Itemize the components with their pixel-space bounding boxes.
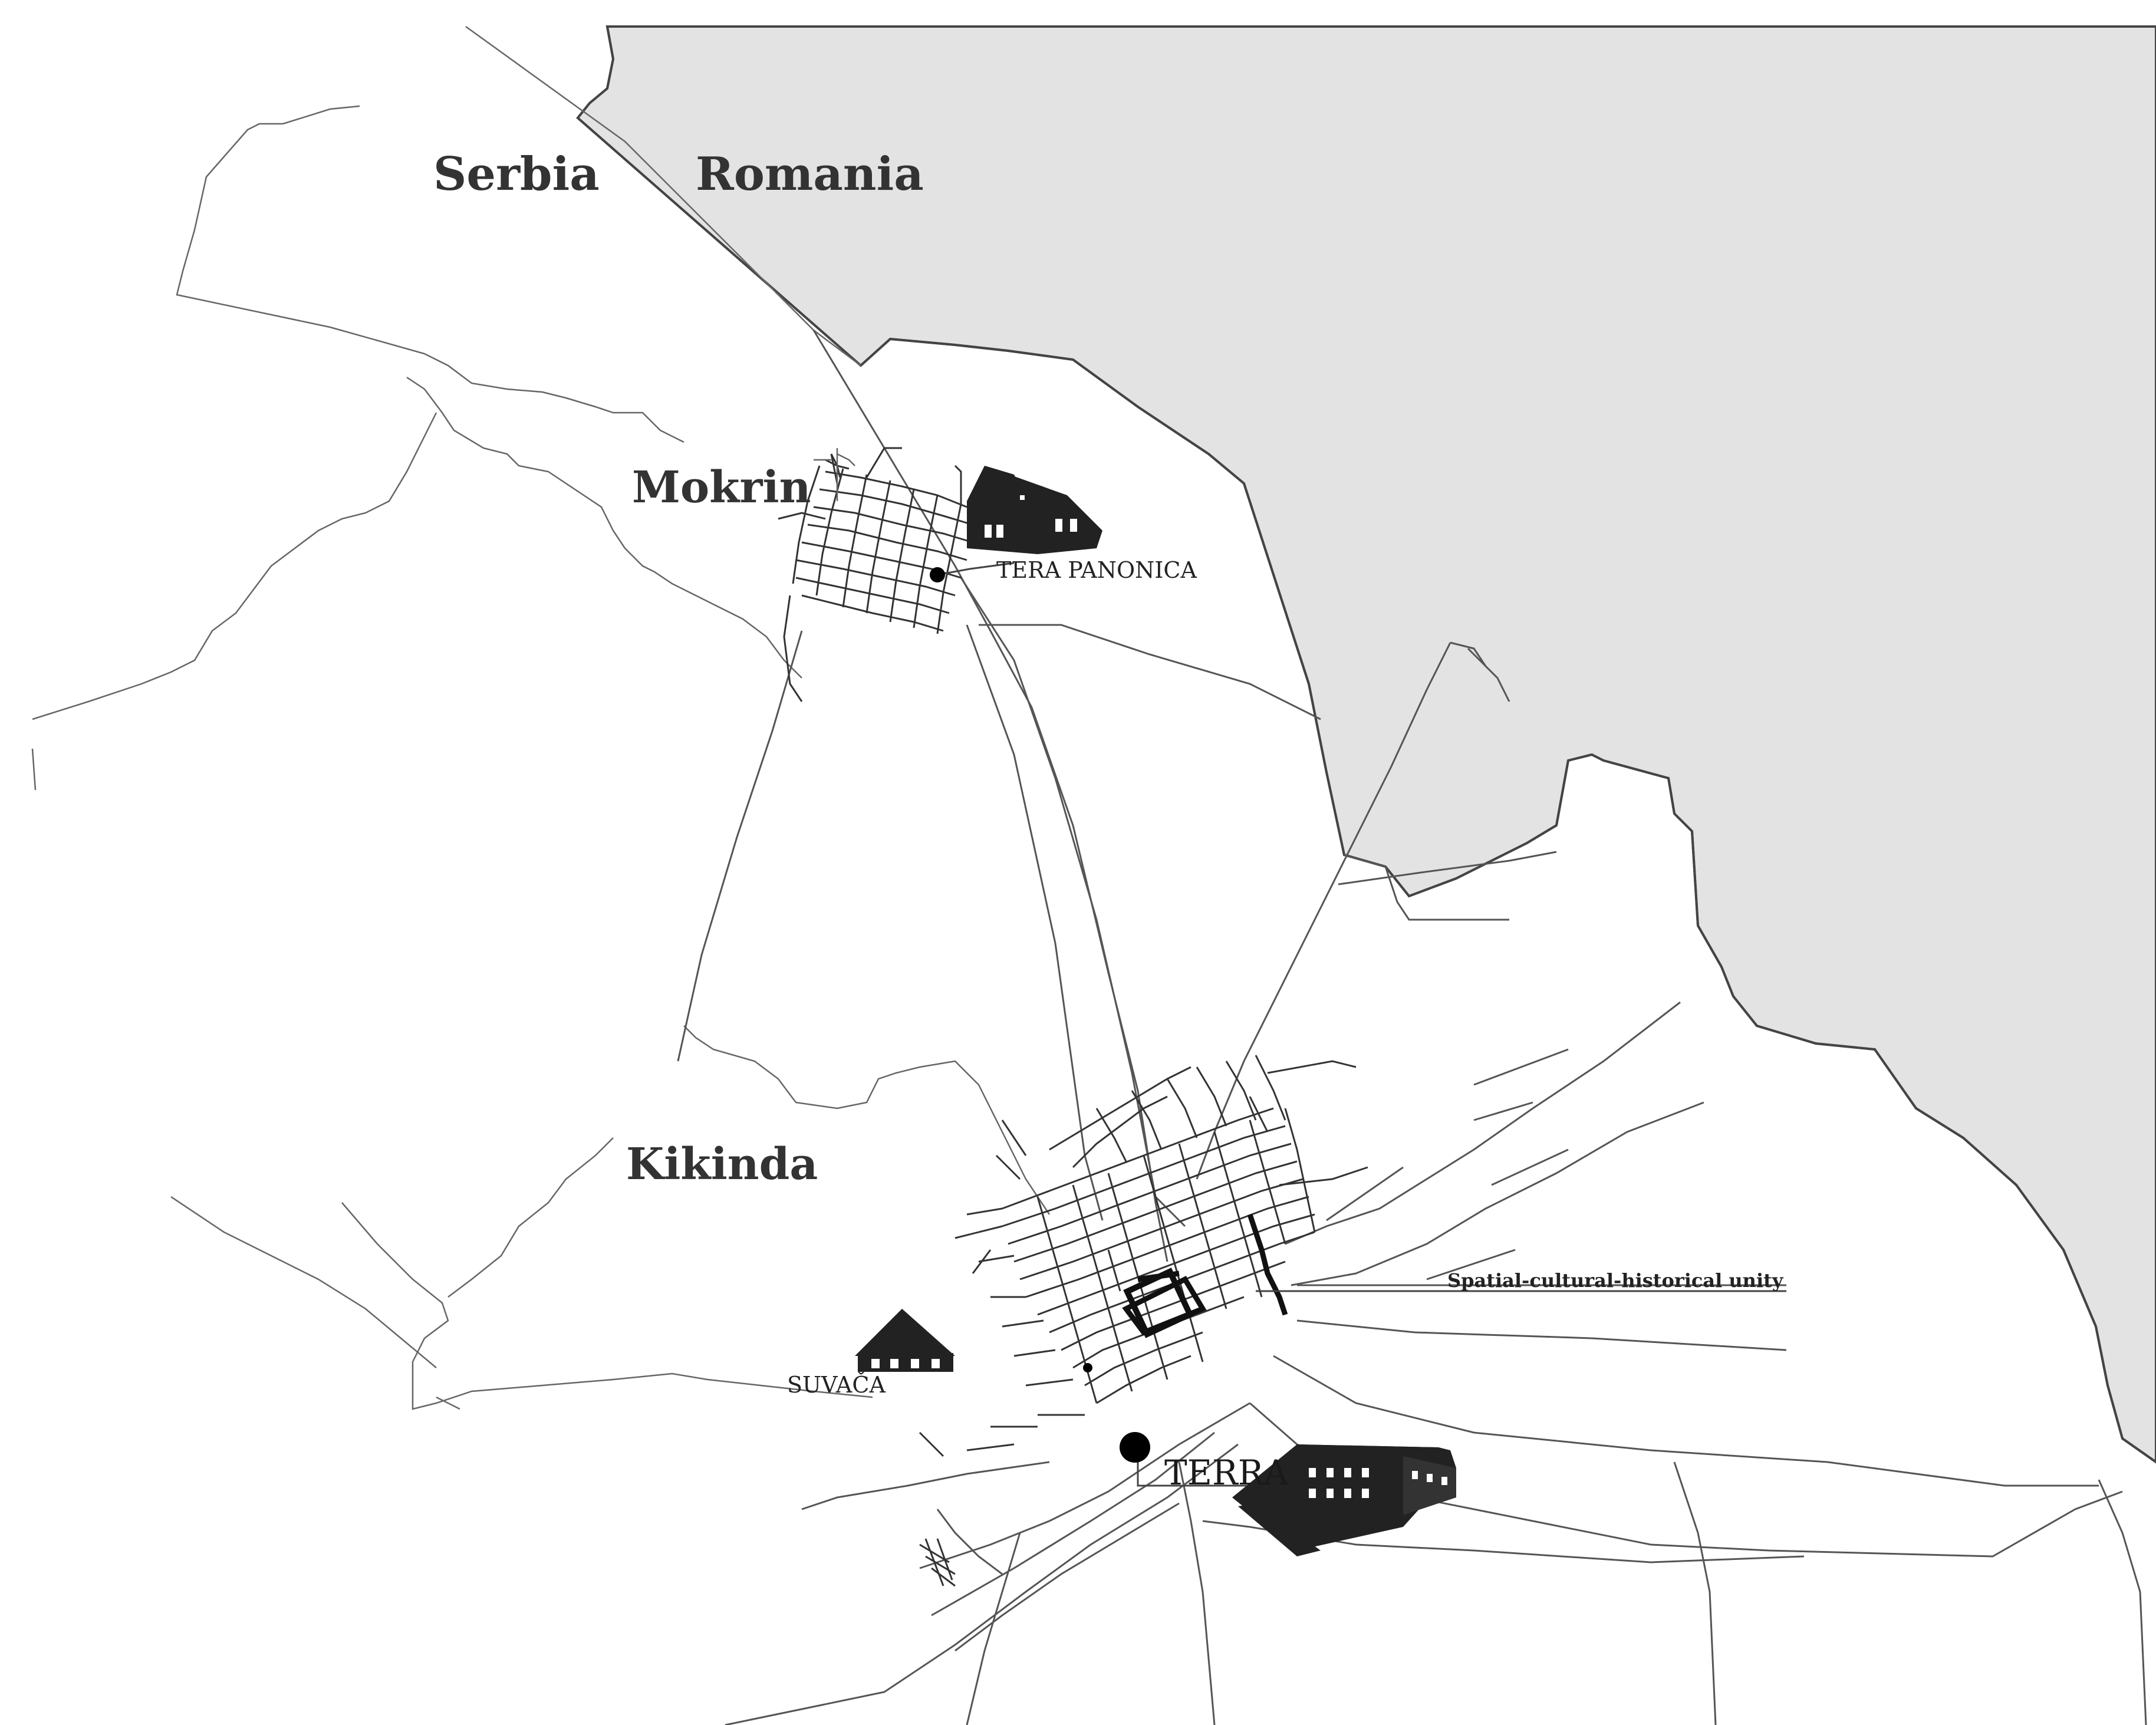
tera-panonica-leader-line — [937, 562, 1015, 576]
country-label-serbia: Serbia — [433, 147, 600, 201]
site-label-terra: TERRA — [1164, 1453, 1289, 1493]
town-label-mokrin: Mokrin — [632, 462, 811, 513]
lower-grid — [919, 1538, 956, 1587]
country-label-romania: Romania — [696, 147, 924, 201]
suvaca-marker[interactable] — [1083, 1363, 1092, 1372]
suvaca-mill-icon — [855, 1309, 955, 1372]
terra-marker[interactable] — [1120, 1432, 1150, 1463]
tera-panonica-marker[interactable] — [930, 567, 945, 582]
mokrin-north-road — [814, 448, 855, 501]
unity-rectangle — [1123, 1268, 1194, 1338]
town-label-kikinda: Kikinda — [626, 1139, 818, 1190]
terra-factory-icon — [1232, 1444, 1456, 1556]
state-border — [576, 26, 2156, 1463]
boundaries — [31, 25, 1051, 1410]
romania-territory — [576, 25, 2156, 1464]
site-label-unity: Spatial-cultural-historical unity — [1447, 1269, 1784, 1292]
road-network — [677, 330, 2147, 1725]
kikinda-street-grid — [919, 1055, 1368, 1457]
site-label-suvaca: SUVAČA — [787, 1372, 886, 1398]
site-label-tera-panonica: TERA PANONICA — [996, 557, 1197, 583]
terra-leader-line — [1137, 1456, 1256, 1487]
tera-panonica-house-icon — [967, 466, 1102, 554]
mokrin-street-grid — [778, 447, 973, 702]
kikinda-ring-road — [1247, 1213, 1288, 1316]
